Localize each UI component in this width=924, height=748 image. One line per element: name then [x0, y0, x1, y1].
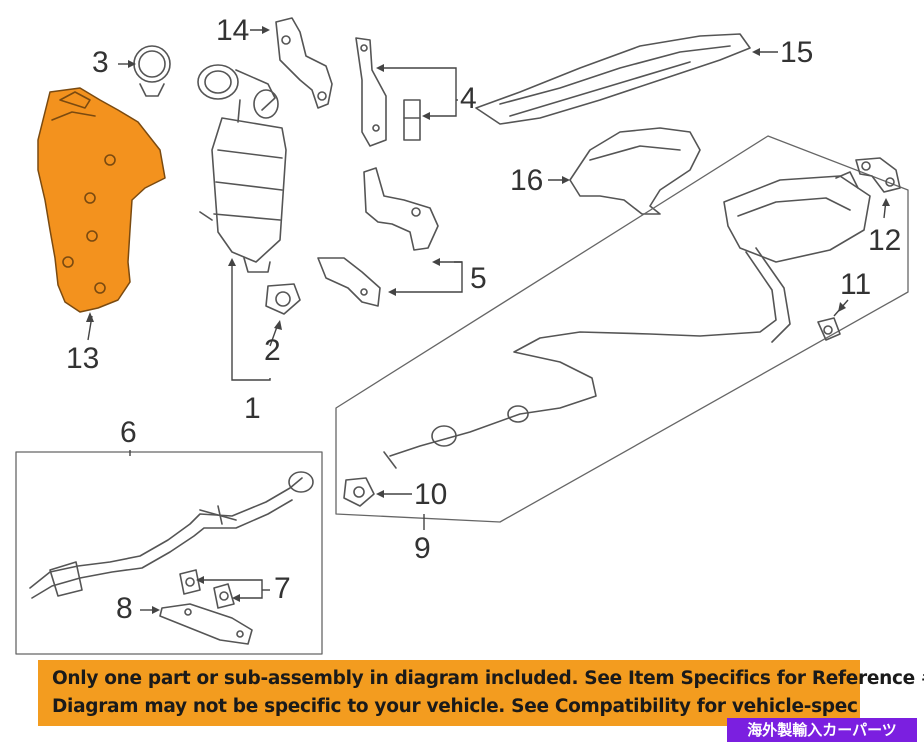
callout-4: 4: [460, 82, 477, 115]
callout-12: 12: [868, 224, 902, 257]
insulators-part-7: [179, 569, 235, 609]
heat-shield-part-16: [569, 127, 701, 215]
callout-14: 14: [216, 14, 250, 47]
brackets-part-4: [355, 37, 421, 147]
callout-16: 16: [510, 164, 544, 197]
exhaust-system-box-part-9: [335, 135, 909, 523]
leader-arrows: [86, 26, 890, 614]
gasket-part-2: [265, 283, 301, 315]
callout-2: 2: [264, 334, 281, 367]
brackets-part-5: [317, 167, 439, 307]
callout-1: 1: [244, 392, 261, 425]
callout-3: 3: [92, 46, 109, 79]
hanger-part-12: [855, 157, 901, 193]
front-pipe-box-part-6: [15, 451, 323, 655]
callout-9: 9: [414, 532, 431, 565]
import-parts-badge: 海外製輸入カーパーツ: [727, 718, 917, 742]
callout-10: 10: [414, 478, 448, 511]
leader-lines: [87, 29, 887, 611]
heat-shield-part-15: [475, 33, 751, 125]
disclaimer-line-1: Only one part or sub-assembly in diagram…: [52, 668, 924, 689]
exhaust-parts-diagram: [15, 17, 909, 655]
bracket-part-14: [275, 17, 333, 109]
gasket-part-8: [159, 603, 253, 645]
catalytic-converter-part-1: [197, 64, 287, 273]
callout-15: 15: [780, 36, 814, 69]
clamp-part-3: [133, 45, 171, 97]
disclaimer-line-2: Diagram may not be specific to your vehi…: [52, 696, 858, 717]
gasket-part-10: [343, 477, 375, 507]
disclaimer-banner: Only one part or sub-assembly in diagram…: [38, 660, 924, 726]
callout-11: 11: [840, 268, 872, 301]
callout-7: 7: [274, 572, 291, 605]
callout-13: 13: [66, 342, 100, 375]
callout-8: 8: [116, 592, 133, 625]
callout-5: 5: [470, 262, 487, 295]
callout-6: 6: [120, 416, 137, 449]
insulator-part-11: [817, 317, 841, 341]
heat-shield-part-13: [37, 87, 166, 313]
